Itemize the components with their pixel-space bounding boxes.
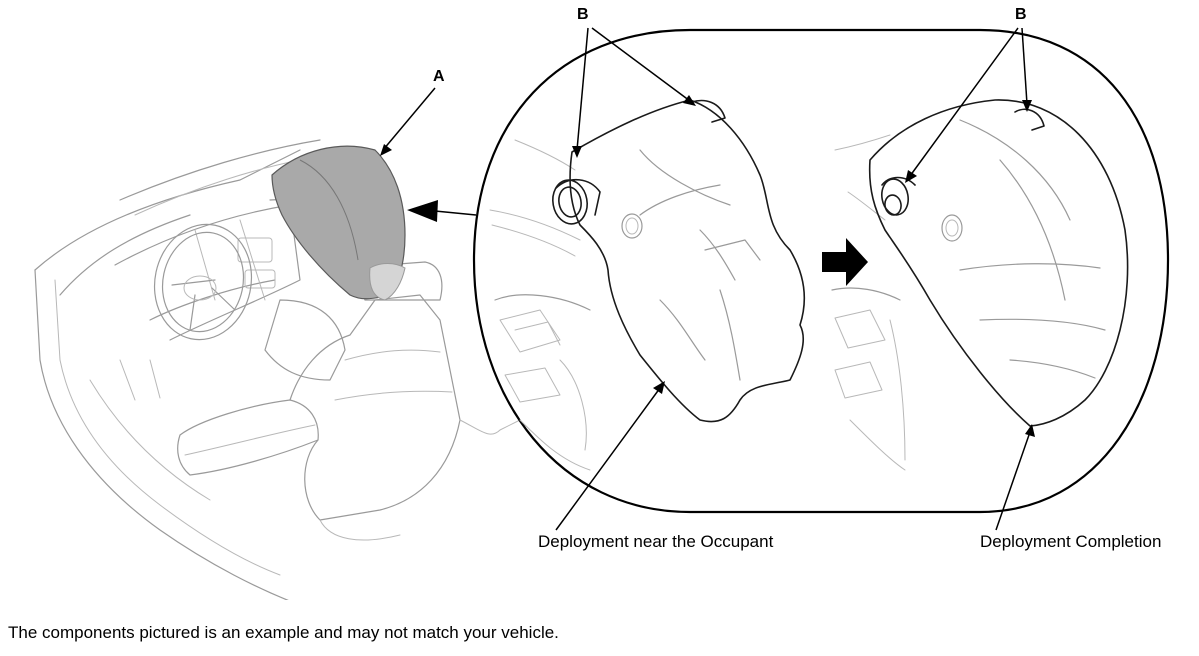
inset-frame <box>472 28 1170 514</box>
airbag-near-occupant <box>552 99 806 423</box>
callout-b-left-label: B <box>577 6 589 23</box>
airbag-deployment-diagram <box>34 27 1170 600</box>
pointer-arrow <box>407 200 477 222</box>
caption-completion-leader <box>995 424 1035 531</box>
car-interior-illustration <box>34 139 521 600</box>
callout-a-leader <box>380 87 436 156</box>
disclaimer-note: The components pictured is an example an… <box>8 623 559 642</box>
airbag-deployment-completion <box>868 99 1129 427</box>
callout-b-left-leaders <box>572 27 696 158</box>
caption-near-occupant-leader <box>555 381 665 531</box>
callout-a-label: A <box>433 68 445 85</box>
callout-b-right-label: B <box>1015 6 1027 23</box>
callout-b-right-leaders <box>905 27 1032 183</box>
caption-completion: Deployment Completion <box>980 532 1162 551</box>
sequence-arrow <box>822 238 868 286</box>
inset-dashboard-lines-right <box>831 134 906 471</box>
inset-dashboard-lines-left <box>489 139 591 471</box>
caption-near-occupant: Deployment near the Occupant <box>538 532 774 551</box>
